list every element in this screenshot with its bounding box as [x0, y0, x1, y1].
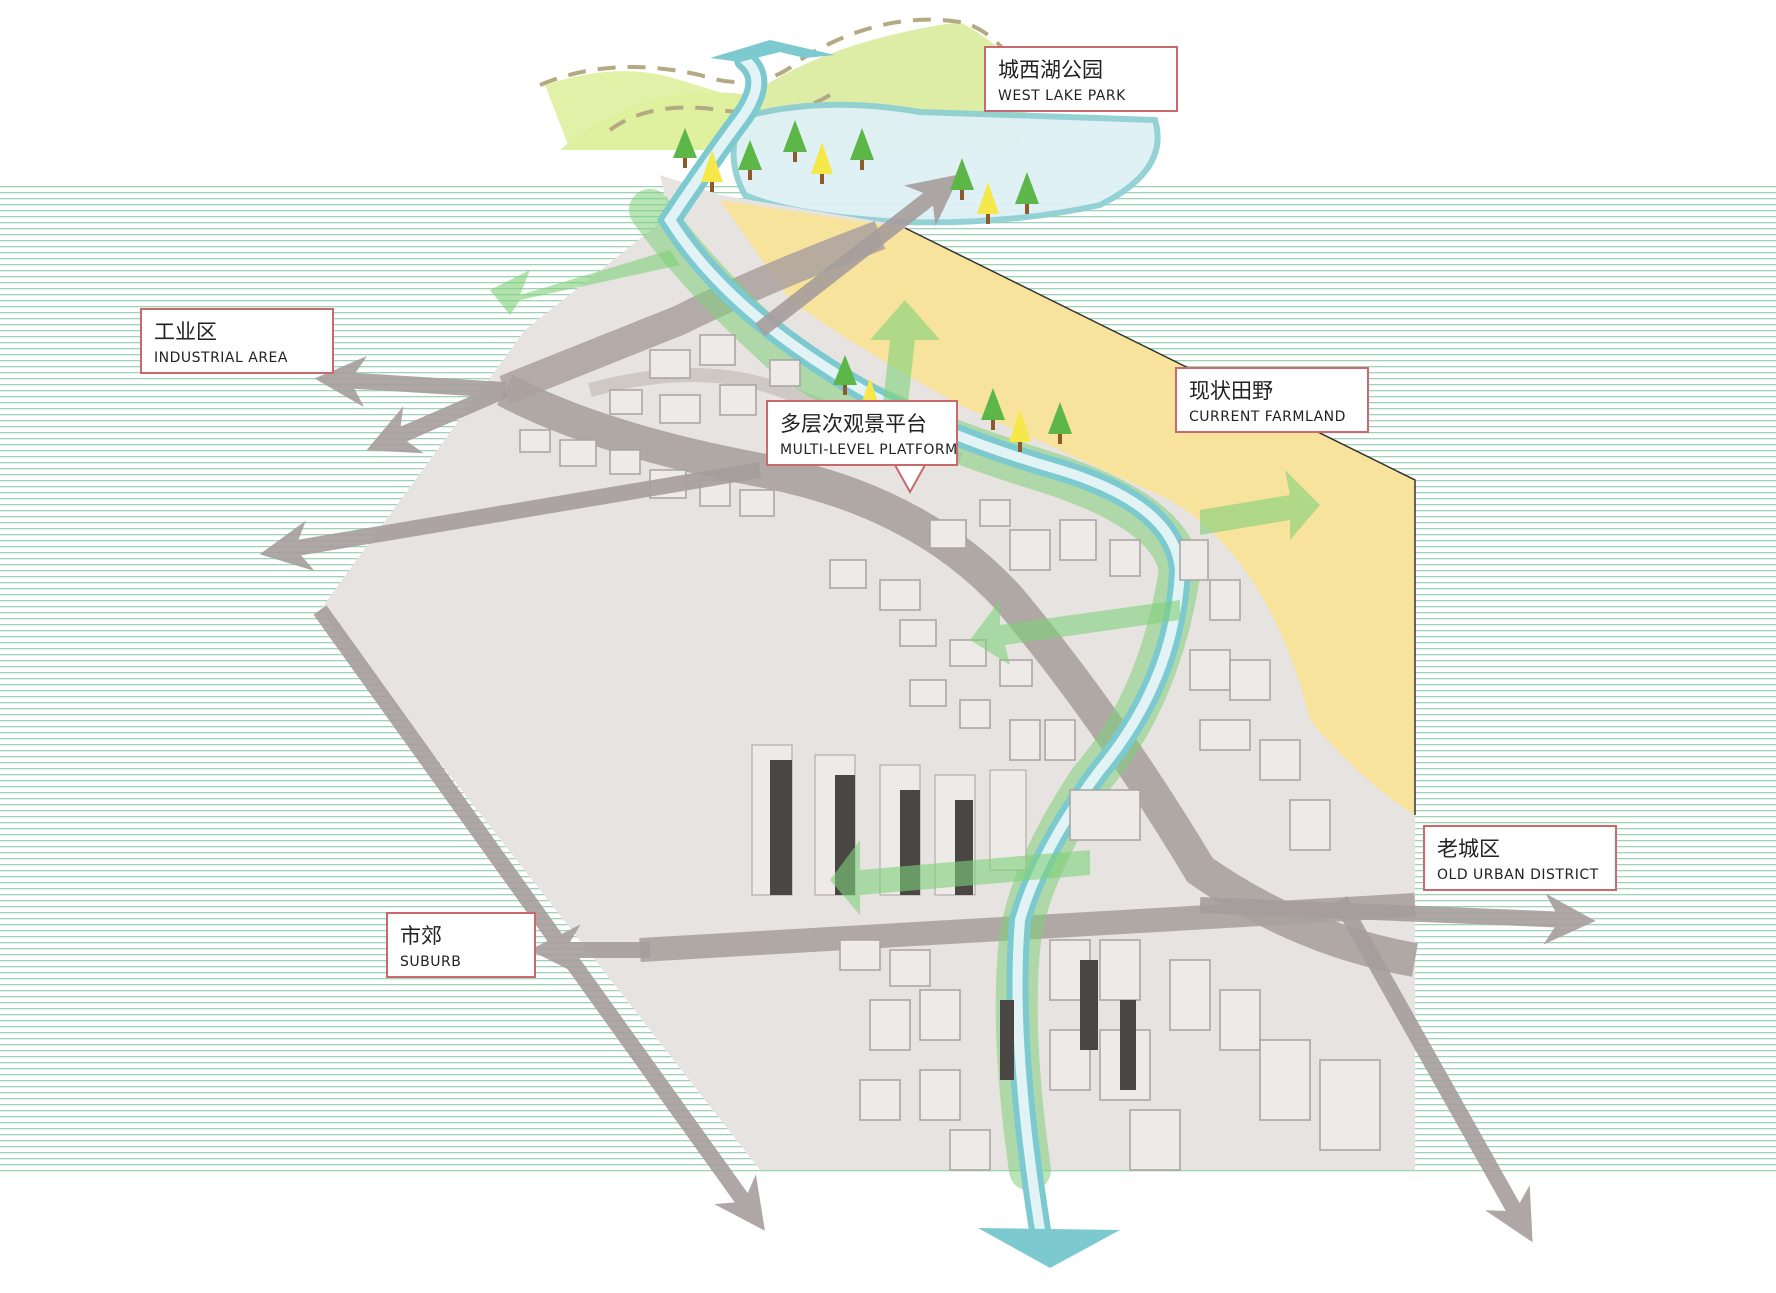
label-industrial-area-zh: 工业区 [154, 320, 217, 344]
label-platform-en: MULTI-LEVEL PLATFORM [780, 442, 958, 458]
trees [673, 120, 1072, 452]
label-platform-zh: 多层次观景平台 [780, 412, 927, 436]
label-industrial-area: 工业区 INDUSTRIAL AREA [140, 308, 334, 374]
label-west-lake-park-en: WEST LAKE PARK [998, 88, 1126, 104]
road-upper [499, 220, 886, 404]
west-lake [730, 101, 1161, 226]
gray-connection-arrows [259, 174, 1596, 1243]
label-suburb-zh: 市郊 [400, 924, 442, 948]
label-suburb: 市郊 SUBURB [386, 912, 536, 978]
label-platform: 多层次观景平台 MULTI-LEVEL PLATFORM [766, 400, 958, 466]
river-inner [664, 55, 1186, 1235]
label-old-urban-district-zh: 老城区 [1437, 837, 1500, 861]
farmland-edge [904, 227, 1416, 815]
label-current-farmland: 现状田野 CURRENT FARMLAND [1175, 367, 1369, 433]
label-current-farmland-zh: 现状田野 [1189, 379, 1273, 403]
label-suburb-en: SUBURB [400, 954, 462, 970]
label-old-urban-district: 老城区 OLD URBAN DISTRICT [1423, 825, 1617, 891]
river-arrow-north [710, 40, 835, 62]
label-old-urban-district-en: OLD URBAN DISTRICT [1437, 867, 1599, 883]
label-current-farmland-en: CURRENT FARMLAND [1189, 409, 1346, 425]
green-flow-arrows [490, 250, 1320, 915]
park-hill-dashed-outline [539, 17, 1037, 96]
park-hill-dashed-outline-2 [608, 93, 832, 132]
label-west-lake-park: 城西湖公园 WEST LAKE PARK [984, 46, 1178, 112]
label-west-lake-park-zh: 城西湖公园 [998, 58, 1103, 82]
river-arrow-south [978, 1228, 1120, 1268]
label-industrial-area-en: INDUSTRIAL AREA [154, 350, 288, 366]
